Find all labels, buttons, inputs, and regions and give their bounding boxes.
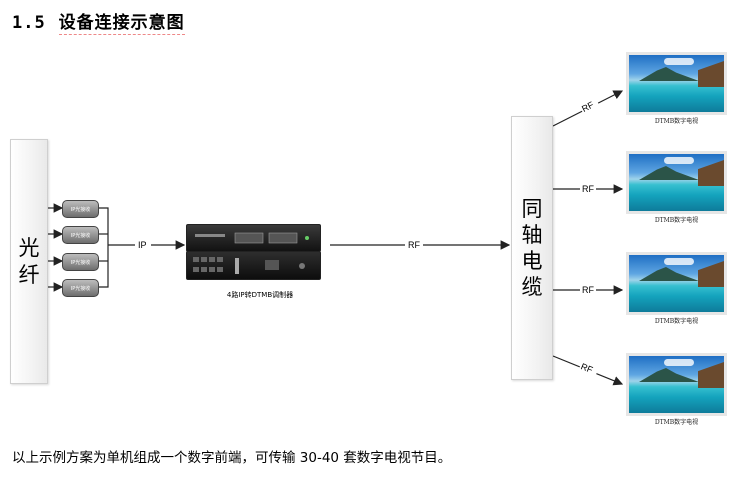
rf-main-label: RF xyxy=(408,240,420,250)
tv-screen-3 xyxy=(626,252,727,315)
fiber-label-2: 纤 xyxy=(18,262,40,287)
fiber-label-1: 光 xyxy=(18,236,40,261)
modulator-label: 4路IP转DTMB调制器 xyxy=(226,291,294,299)
coax-label-3: 电 xyxy=(521,249,543,273)
tv-label-3: DTMB数字电视 xyxy=(654,318,699,325)
receiver-label: IP光接收 xyxy=(70,259,91,266)
section-title: 1.5 设备连接示意图 xyxy=(12,8,185,35)
rf-label-2: RF xyxy=(582,184,594,194)
coax-label-1: 同 xyxy=(521,196,543,221)
tv-label-2: DTMB数字电视 xyxy=(654,217,699,224)
receiver-label: IP光接收 xyxy=(70,285,91,292)
ip-receiver-2: IP光接收 xyxy=(62,226,99,244)
tv-label-1: DTMB数字电视 xyxy=(654,118,699,125)
tv-screen-1 xyxy=(626,52,727,115)
section-number: 1.5 xyxy=(12,13,46,33)
receiver-label: IP光接收 xyxy=(70,232,91,239)
coax-label-2: 轴 xyxy=(521,222,543,247)
tv-label-4: DTMB数字电视 xyxy=(654,419,699,426)
coax-panel: 同 轴 电 缆 xyxy=(511,116,553,380)
modulator-back xyxy=(186,251,321,280)
modulator-front xyxy=(186,224,321,252)
ip-link-label: IP xyxy=(138,240,147,250)
ip-receiver-3: IP光接收 xyxy=(62,253,99,271)
ip-receiver-1: IP光接收 xyxy=(62,200,99,218)
rf-label-4: RF xyxy=(579,361,594,375)
tv-screen-4 xyxy=(626,353,727,416)
tv-screen-2 xyxy=(626,151,727,214)
fiber-panel: 光 纤 xyxy=(10,139,48,384)
receiver-bus xyxy=(97,207,109,288)
ip-receiver-4: IP光接收 xyxy=(62,279,99,297)
receiver-label: IP光接收 xyxy=(70,206,91,213)
caption: 以上示例方案为单机组成一个数字前端，可传输 30-40 套数字电视节目。 xyxy=(12,450,452,466)
coax-label-4: 缆 xyxy=(521,275,543,300)
rf-label-3: RF xyxy=(582,285,594,295)
section-heading: 设备连接示意图 xyxy=(58,13,185,35)
